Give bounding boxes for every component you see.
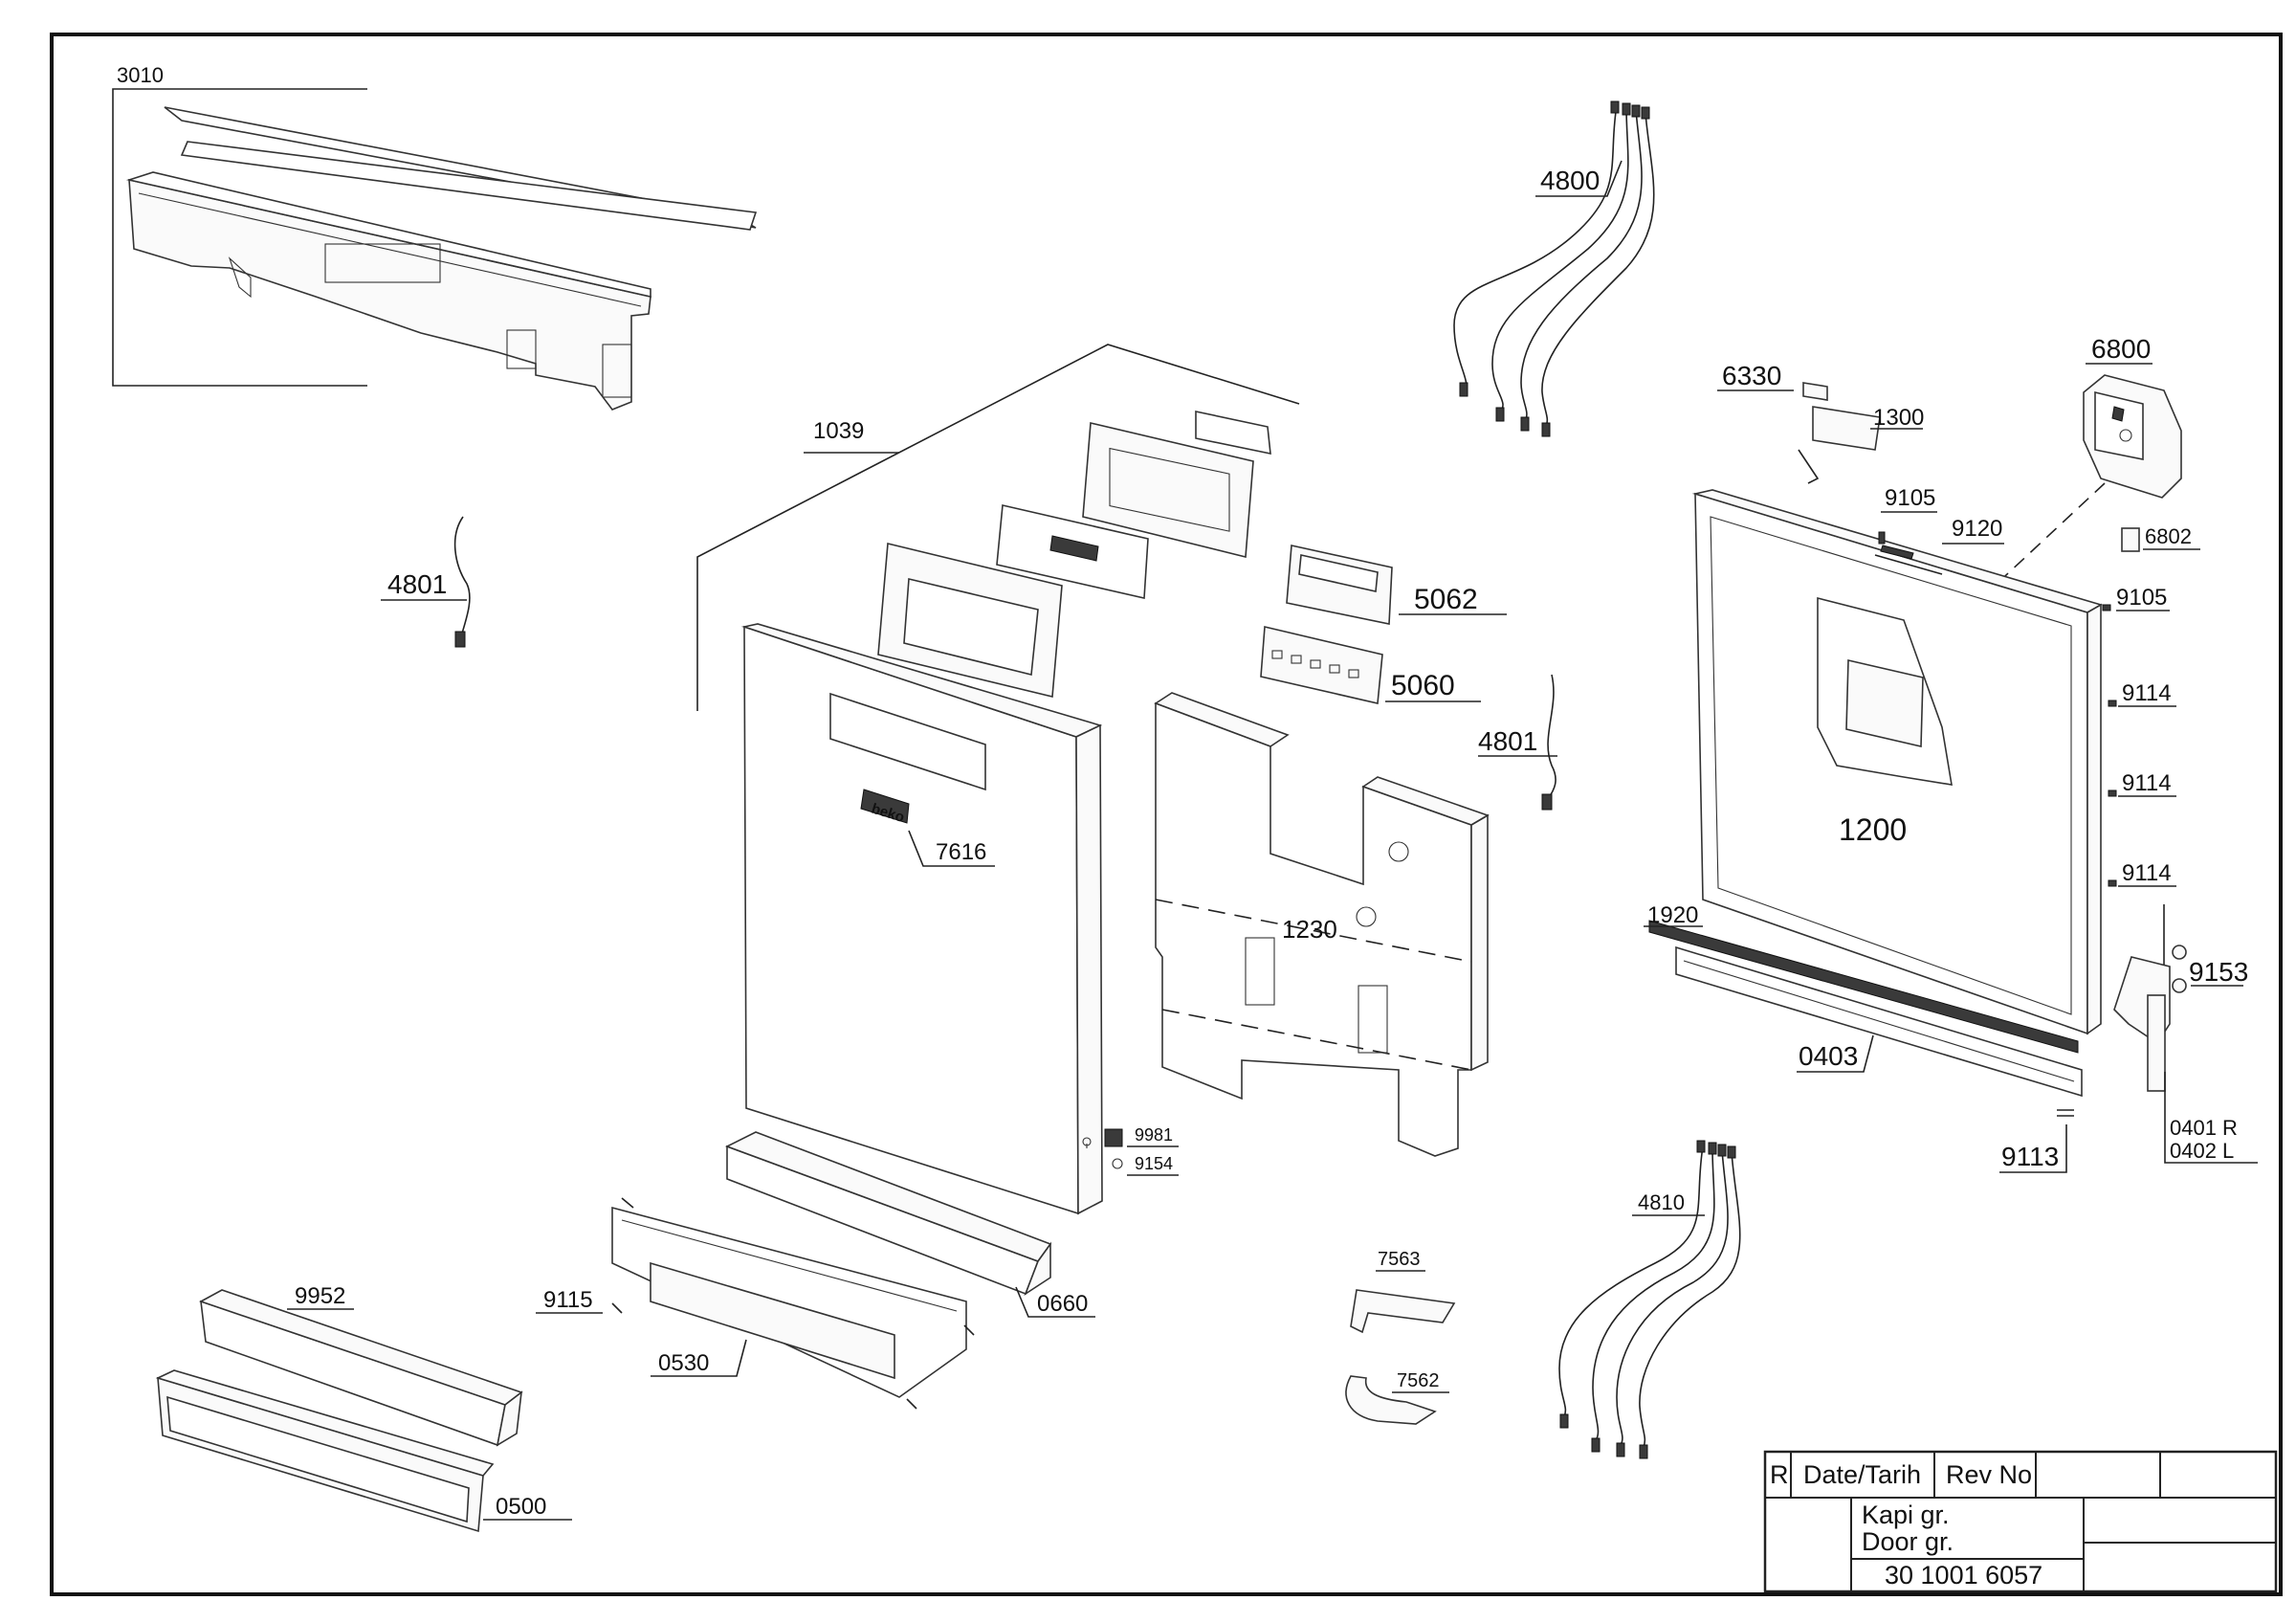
callout-6802: 6802 [2145, 524, 2192, 548]
part-6330-latch [1717, 382, 1923, 484]
part-5060-pcb [1260, 626, 1481, 704]
part-9105-screw-top [1878, 511, 1937, 545]
part-9115-screws [536, 1197, 975, 1410]
callout-9114-c: 9114 [2122, 860, 2172, 886]
callout-9154: 9154 [1135, 1154, 1173, 1173]
title-name-tr: Kapi gr. [1862, 1501, 1950, 1529]
callout-3010: 3010 [117, 63, 164, 87]
callout-1039: 1039 [813, 418, 864, 444]
part-display-frame [1082, 411, 1271, 559]
leader-7616 [908, 830, 995, 867]
callout-1200: 1200 [1839, 812, 1907, 847]
callout-0403: 0403 [1799, 1041, 1858, 1071]
title-block [1763, 1450, 2278, 1593]
callout-9153: 9153 [2189, 957, 2248, 987]
part-9952-bar [199, 1289, 523, 1447]
title-block-text: R Date/Tarih Rev No Kapi gr. Door gr. 30… [1770, 1460, 2042, 1590]
callout-9114-b: 9114 [2122, 770, 2172, 796]
callout-9115: 9115 [543, 1287, 593, 1313]
callout-9105-top: 9105 [1885, 485, 1935, 511]
part-4810-harness [1558, 1140, 1741, 1459]
callout-labels: 3010 1039 4801 4800 6330 1300 6800 9105 … [117, 63, 2248, 1520]
part-4801-cable-right [1478, 674, 1557, 811]
title-r-header: R [1770, 1460, 1789, 1489]
callout-0530: 0530 [658, 1350, 709, 1376]
callout-9105-right: 9105 [2116, 585, 2167, 611]
drawing-frame [50, 33, 2283, 1596]
part-9153-screws [2172, 945, 2243, 993]
part-9113-pin [1999, 1109, 2074, 1173]
callout-7616: 7616 [936, 839, 986, 865]
part-4801-cable-left [381, 516, 471, 648]
part-5062-housing [1286, 545, 1507, 625]
title-name-en: Door gr. [1862, 1527, 1954, 1556]
callout-9114-a: 9114 [2122, 680, 2172, 706]
part-9981-9154 [1104, 1128, 1179, 1176]
part-3010-control-panel [112, 88, 758, 411]
part-4800-harness [1453, 100, 1655, 437]
part-1200-inner-door [1691, 489, 2104, 1035]
part-1920-seal [1648, 920, 2079, 1054]
part-0403-rail [1675, 945, 2083, 1098]
callout-4801-left: 4801 [387, 569, 447, 599]
callout-1920: 1920 [1647, 902, 1698, 928]
callout-7563: 7563 [1378, 1249, 1421, 1270]
callout-5062: 5062 [1414, 584, 1478, 615]
callout-0402: 0402 L [2170, 1139, 2234, 1163]
part-1230-insulation [1154, 692, 1490, 1157]
callout-1300: 1300 [1873, 405, 1924, 431]
part-9105-screw-right [2102, 604, 2170, 611]
part-7562-bracket [1345, 1375, 1449, 1425]
group-1039-bracket [696, 344, 1300, 711]
callout-6800: 6800 [2091, 334, 2151, 364]
callout-9120: 9120 [1952, 516, 2002, 542]
callout-4800: 4800 [1540, 166, 1600, 195]
callout-1230: 1230 [1282, 915, 1337, 944]
part-6802-cap [2121, 527, 2200, 552]
callout-4810: 4810 [1638, 1190, 1685, 1214]
callout-0401: 0401 R [2170, 1116, 2238, 1140]
title-rev-header: Rev No [1946, 1460, 2032, 1489]
part-7563-bracket [1350, 1270, 1456, 1334]
part-9114-screws [2108, 700, 2176, 887]
title-date-header: Date/Tarih [1803, 1460, 1921, 1489]
part-display-carrier [877, 543, 1063, 698]
callout-7562: 7562 [1397, 1370, 1440, 1391]
part-door-outer-panel [740, 623, 1103, 1215]
callout-6330: 6330 [1722, 361, 1781, 390]
part-9120-strip [1880, 545, 1914, 560]
part-0530-plate [611, 1206, 967, 1398]
part-0401-0402-hinge [2113, 904, 2258, 1164]
callout-0500: 0500 [496, 1494, 546, 1520]
callout-9113: 9113 [2001, 1142, 2059, 1171]
callout-0660: 0660 [1037, 1291, 1088, 1317]
callout-4801-right: 4801 [1478, 726, 1537, 756]
part-0500-kickplate [155, 1369, 572, 1533]
callout-9981: 9981 [1135, 1125, 1173, 1145]
title-drawing-number: 30 1001 6057 [1885, 1561, 2042, 1590]
part-display-lens [996, 504, 1149, 599]
callout-9952: 9952 [295, 1283, 345, 1309]
callout-5060: 5060 [1391, 670, 1455, 701]
part-0660-trim [724, 1131, 1095, 1318]
